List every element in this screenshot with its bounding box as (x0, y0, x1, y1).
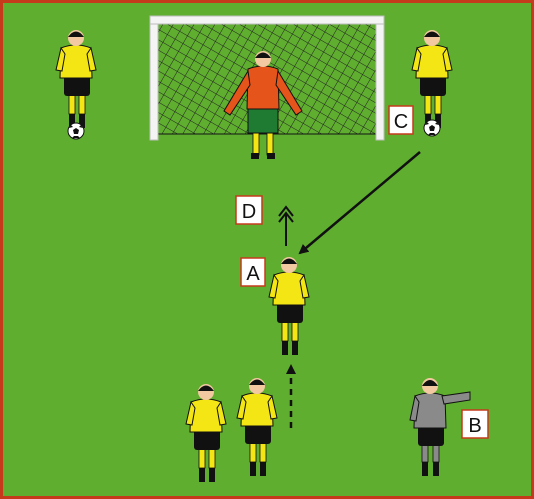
label-d: D (236, 196, 262, 224)
svg-text:D: D (242, 201, 256, 223)
svg-text:C: C (394, 111, 408, 133)
label-c: C (389, 106, 413, 134)
ball-icon-right (424, 120, 440, 136)
svg-text:B: B (468, 415, 481, 437)
svg-text:A: A (246, 263, 260, 285)
ball-icon-left (68, 123, 84, 139)
label-b: B (462, 410, 488, 438)
label-a: A (241, 258, 265, 286)
